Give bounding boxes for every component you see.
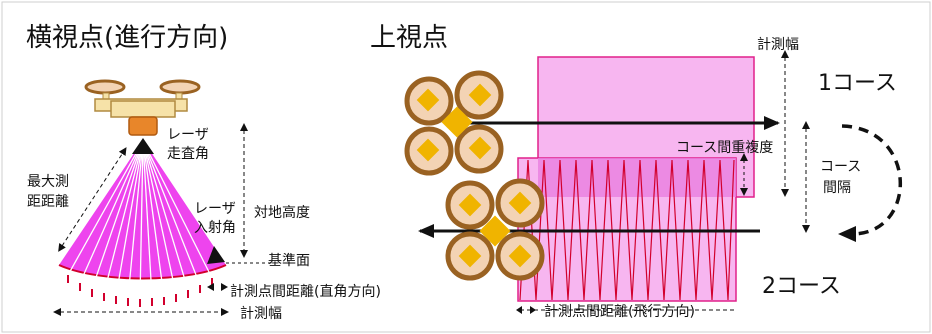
max-range-arrow xyxy=(58,147,127,252)
course2-label: 2コース xyxy=(762,274,841,299)
swath-width-label-left: 計測幅 xyxy=(240,306,282,322)
max-range-label-2: 距距離 xyxy=(27,193,69,210)
course-interval-label-1: コース xyxy=(820,159,861,175)
reference-plane-label: 基準面 xyxy=(268,252,310,269)
laser-incidence-label-2: 入射角 xyxy=(194,220,236,236)
overlap-label: コース間重複度 xyxy=(676,139,773,156)
drone-top-view-2 xyxy=(445,178,545,281)
course-interval-label-2: 間隔 xyxy=(823,180,851,196)
left-panel-title: 横視点(進行方向) xyxy=(26,23,228,53)
point-spacing-flight-label: 計測点間距離(飛行方向) xyxy=(544,303,695,320)
propeller-right xyxy=(159,79,201,95)
course1-label: 1コース xyxy=(818,71,897,96)
propeller-left xyxy=(84,79,126,95)
laser-scan-angle-label-1: レーザ xyxy=(167,127,209,143)
laser-incidence-label-1: レーザ xyxy=(194,201,236,217)
drone-body xyxy=(110,100,176,118)
right-panel-title: 上視点 xyxy=(370,23,448,53)
laser-scanner xyxy=(128,116,158,136)
drone-top-view-1 xyxy=(404,70,504,176)
incidence-angle-marker xyxy=(207,246,225,264)
scan-angle-marker xyxy=(132,138,154,154)
swath-width-label-right: 計測幅 xyxy=(757,37,799,53)
ground-altitude-label: 対地高度 xyxy=(254,204,310,221)
point-spacing-cross-label: 計測点間距離(直角方向) xyxy=(230,283,381,300)
drone-side-view xyxy=(84,79,201,136)
laser-scan-angle-label-2: 走査角 xyxy=(167,146,209,162)
u-turn-arrowhead xyxy=(838,226,856,242)
u-turn-arc xyxy=(841,124,902,236)
max-range-label-1: 最大測 xyxy=(27,174,69,190)
